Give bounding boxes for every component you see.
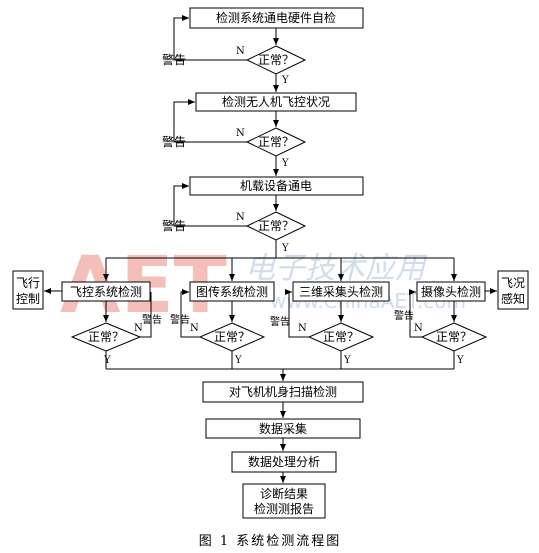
side-flight-sense-l2: 感知 (501, 291, 525, 306)
warn-1: 警告 (162, 52, 186, 67)
no-cam: N (414, 323, 423, 334)
step-data-collect-label: 数据采集 (259, 421, 307, 436)
yes-imgtx: Y (234, 355, 242, 366)
step-scan-head-check-label: 三维采集头检测 (299, 284, 383, 299)
warn-3: 警告 (162, 218, 186, 233)
yes-cam: Y (456, 355, 464, 366)
no-scan: N (298, 323, 307, 334)
decision-scan-label: 正常？ (323, 330, 359, 344)
step-power-on-label: 机载设备通电 (240, 179, 312, 193)
step-camera-check (416, 281, 486, 302)
step-report-line2: 检测测报告 (254, 501, 314, 516)
decision-fc-label: 正常？ (88, 330, 124, 344)
warn-2: 警告 (162, 134, 186, 149)
step-camera-check-label: 摄像头检测 (421, 284, 481, 299)
side-flight-sense (497, 270, 529, 310)
step-img-tx-check-label: 图传系统检测 (196, 284, 268, 299)
no-fc: N (134, 323, 143, 334)
no-2: N (236, 128, 245, 139)
step-fc-check-label: 飞控系统检测 (70, 284, 142, 299)
side-flight-control-l2: 控制 (16, 292, 40, 306)
decision-1-label: 正常？ (258, 53, 294, 67)
warn-scan: 警告 (270, 315, 290, 328)
step-data-analysis (231, 451, 337, 473)
no-1: N (236, 46, 245, 57)
no-3: N (236, 212, 245, 223)
decision-imgtx-label: 正常？ (214, 330, 250, 344)
yes-3: Y (281, 243, 289, 254)
warn-cam: 警告 (394, 309, 414, 322)
side-flight-control (12, 270, 44, 310)
warn-imgtx: 警告 (170, 313, 190, 326)
decision-3-label: 正常？ (258, 219, 294, 233)
step-report (242, 483, 326, 519)
yes-fc: Y (103, 355, 111, 366)
no-imgtx: N (190, 323, 199, 334)
watermark-cn: 电子技术应用 (245, 251, 428, 286)
side-flight-control-l1: 飞行 (16, 276, 40, 290)
step-data-analysis-label: 数据处理分析 (248, 454, 320, 469)
decision-cam-label: 正常？ (436, 330, 472, 344)
yes-1: Y (281, 75, 289, 86)
step-report-line1: 诊断结果 (260, 486, 308, 501)
warn-fc: 警告 (142, 313, 162, 326)
figure-caption: 图 1 系统检测流程图 (199, 534, 342, 549)
decision-2-label: 正常？ (258, 135, 294, 149)
side-flight-sense-l1: 飞况 (501, 276, 525, 290)
step-uav-status-label: 检测无人机飞控状况 (222, 94, 330, 109)
yes-2: Y (281, 158, 289, 169)
step-self-check-label: 检测系统通电硬件自检 (216, 10, 336, 25)
yes-scan: Y (343, 355, 351, 366)
step-body-scan-label: 对飞机机身扫描检测 (229, 384, 337, 399)
